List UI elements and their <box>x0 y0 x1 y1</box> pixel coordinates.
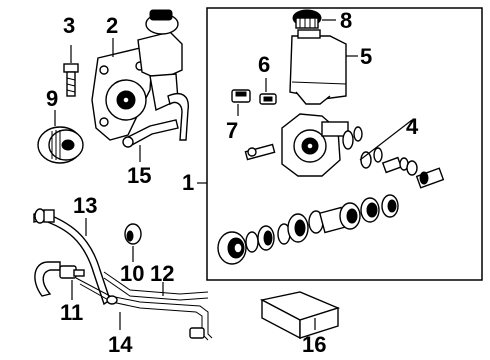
piston-and-rack-components <box>217 194 399 265</box>
callout-4: 4 <box>406 114 419 139</box>
callout-16: 16 <box>302 332 326 357</box>
input-shaft <box>244 143 276 161</box>
retaining-clip <box>259 93 277 105</box>
pulley <box>37 126 84 164</box>
control-module <box>259 291 341 340</box>
callout-1: 1 <box>182 170 194 195</box>
valve-components <box>342 126 445 189</box>
steering-gear-housing <box>281 113 349 177</box>
callout-2: 2 <box>106 13 118 38</box>
steering-gear-assembly-frame <box>206 7 483 281</box>
callout-7: 7 <box>226 118 238 143</box>
callout-9: 9 <box>46 86 58 111</box>
callout-14: 14 <box>108 332 133 357</box>
pump-return-hose <box>167 92 189 141</box>
callout-11: 11 <box>60 300 83 325</box>
hose-clamp <box>124 223 142 245</box>
seal-kit <box>231 89 251 103</box>
callout-12: 12 <box>150 261 174 286</box>
callout-3: 3 <box>63 13 75 38</box>
callout-10: 10 <box>120 261 144 286</box>
return-hose <box>34 261 85 297</box>
reservoir-cap <box>292 9 322 29</box>
callout-15: 15 <box>127 163 151 188</box>
cooler-line <box>75 271 213 341</box>
callout-5: 5 <box>360 44 372 69</box>
bolt <box>63 63 79 97</box>
fluid-reservoir <box>289 29 347 105</box>
callout-13: 13 <box>73 193 97 218</box>
power-steering-pump <box>91 9 183 141</box>
callout-8: 8 <box>340 8 352 33</box>
callout-6: 6 <box>258 52 270 77</box>
pressure-hose <box>33 208 111 306</box>
pressure-line-bracket <box>122 119 179 148</box>
